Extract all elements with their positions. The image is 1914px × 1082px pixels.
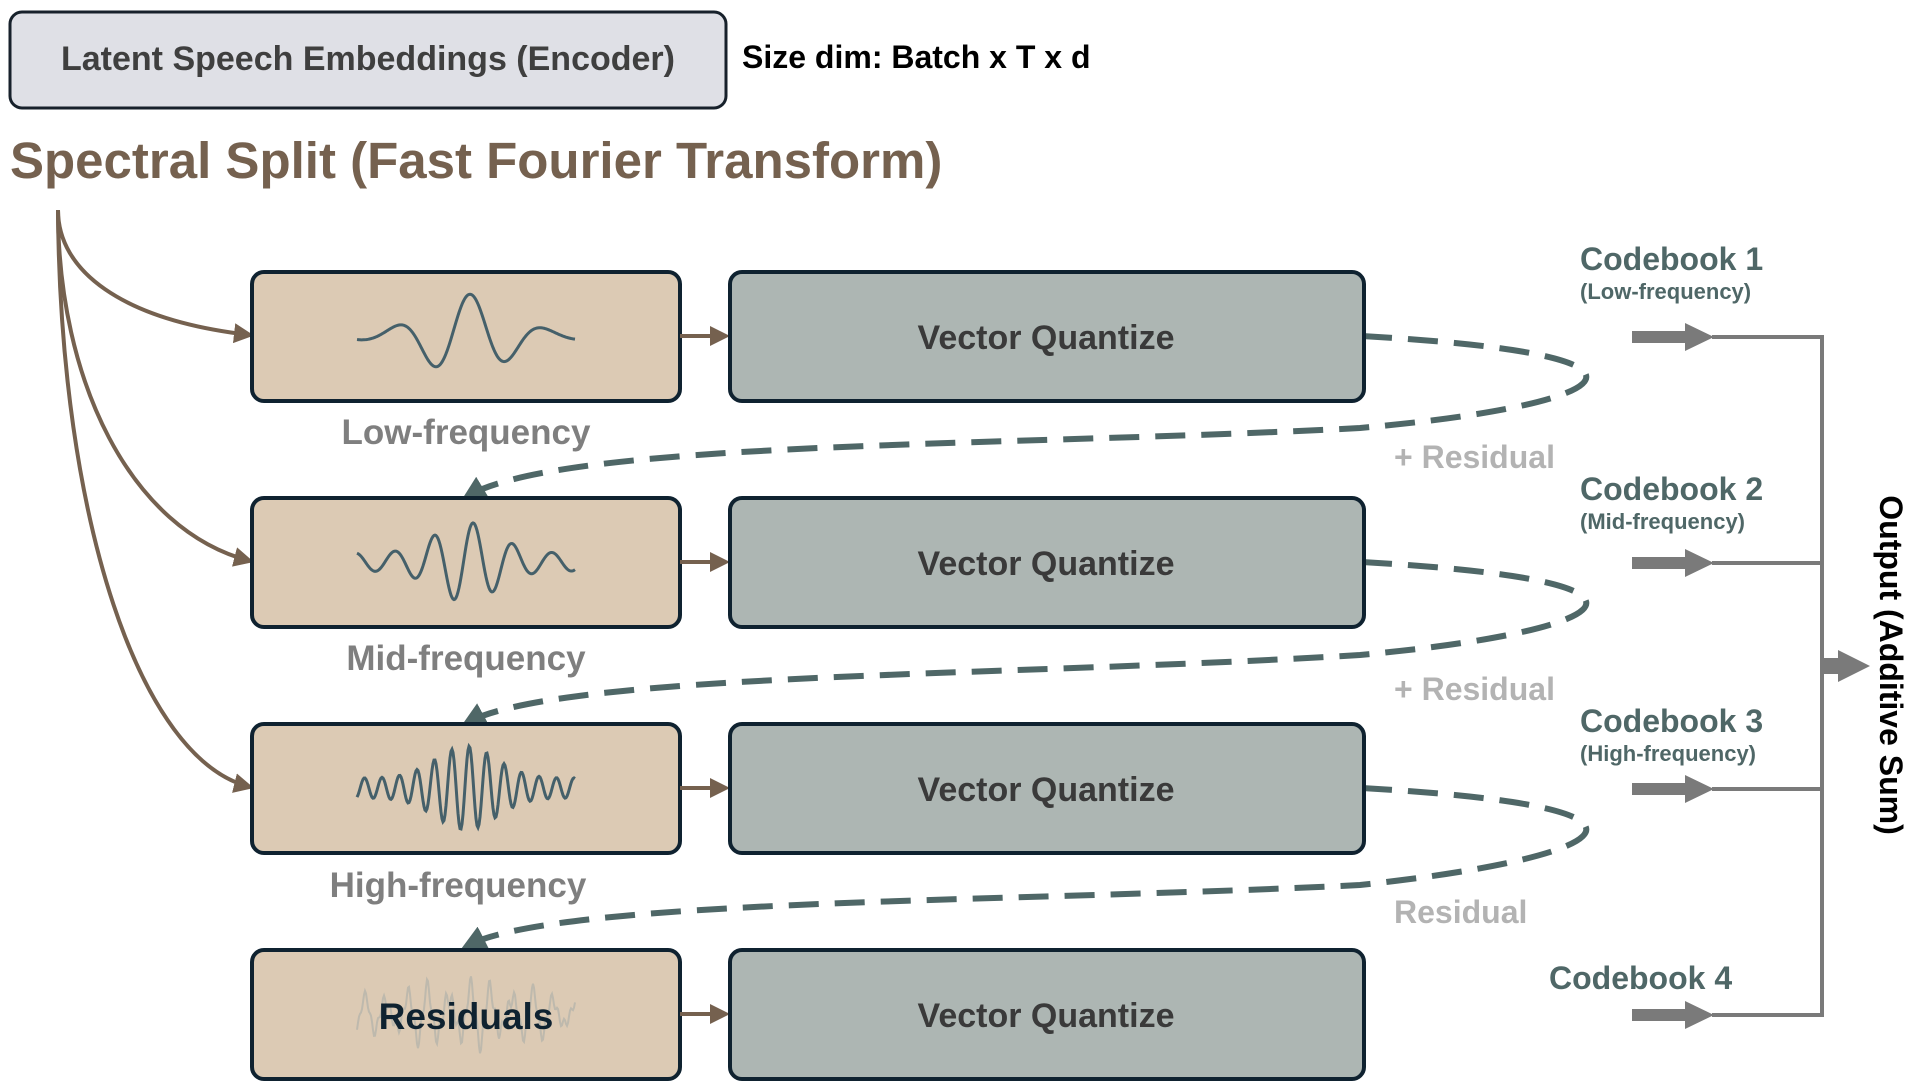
residual-label-1: + Residual — [1394, 439, 1555, 475]
quantizer-box-2 — [728, 496, 1366, 629]
codebook-arrow-1 — [1632, 323, 1714, 351]
residual-loops — [461, 333, 1590, 949]
band-to-quantizer-arrows — [680, 326, 730, 1024]
quantizer-label-3: Vector Quantize — [918, 771, 1175, 809]
residual-label-3: Residual — [1394, 894, 1527, 930]
quantizer-label-2: Vector Quantize — [918, 545, 1175, 583]
fanout-arrow-low — [56, 209, 254, 344]
summation-bus — [1712, 335, 1824, 1017]
codebook-subtitle-1: (Low-frequency) — [1580, 279, 1751, 304]
band-box-mid — [250, 496, 682, 629]
codebook-title-3: Codebook 3 — [1580, 703, 1763, 739]
quantizer-box-1 — [728, 270, 1366, 403]
residual-loop-2 — [461, 559, 1590, 726]
residual-loop-3 — [461, 785, 1590, 949]
waveform-mid-icon — [356, 521, 576, 602]
codebook-arrows — [1632, 323, 1714, 1029]
codebook-arrow-3 — [1632, 775, 1714, 803]
codebook-title-2: Codebook 2 — [1580, 471, 1763, 507]
codebook-arrow-2 — [1632, 549, 1714, 577]
output-label: Output (Additive Sum) — [1873, 495, 1909, 835]
band-label-high: High-frequency — [330, 866, 587, 905]
codebook-arrow-4 — [1632, 1001, 1714, 1029]
waveforms — [355, 292, 576, 1054]
fanout-arrow-high — [56, 209, 254, 793]
quantizer-box-4 — [728, 948, 1366, 1081]
waveform-low-icon — [356, 292, 576, 369]
quantizer-box-3 — [728, 722, 1366, 855]
waveform-high-icon — [355, 742, 576, 832]
quantizer-boxes — [728, 270, 1366, 1081]
encoder-box — [8, 10, 728, 110]
output-arrow — [1824, 650, 1870, 682]
codebook-title-1: Codebook 1 — [1580, 241, 1763, 277]
size-dim-note: Size dim: Batch x T x d — [742, 39, 1091, 75]
spectral-split-title: Spectral Split (Fast Fourier Transform) — [10, 132, 942, 189]
quantizer-label-4: Vector Quantize — [918, 997, 1175, 1035]
fanout-arrow-mid — [56, 209, 254, 567]
waveform-residual-icon — [356, 976, 576, 1054]
codebook-subtitle-3: (High-frequency) — [1580, 741, 1756, 766]
encoder-label: Latent Speech Embeddings (Encoder) — [61, 40, 675, 78]
fft-fanout-arrows — [56, 209, 254, 793]
band-box-low — [250, 270, 682, 403]
codebook-subtitle-2: (Mid-frequency) — [1580, 509, 1745, 534]
quantizer-label-1: Vector Quantize — [918, 319, 1175, 357]
band-label-mid: Mid-frequency — [346, 639, 586, 678]
codebook-title-4: Codebook 4 — [1549, 960, 1732, 996]
band-label-low: Low-frequency — [342, 413, 591, 452]
residuals-box-label: Residuals — [379, 996, 554, 1037]
residual-loop-1 — [461, 333, 1590, 500]
residual-label-2: + Residual — [1394, 671, 1555, 707]
